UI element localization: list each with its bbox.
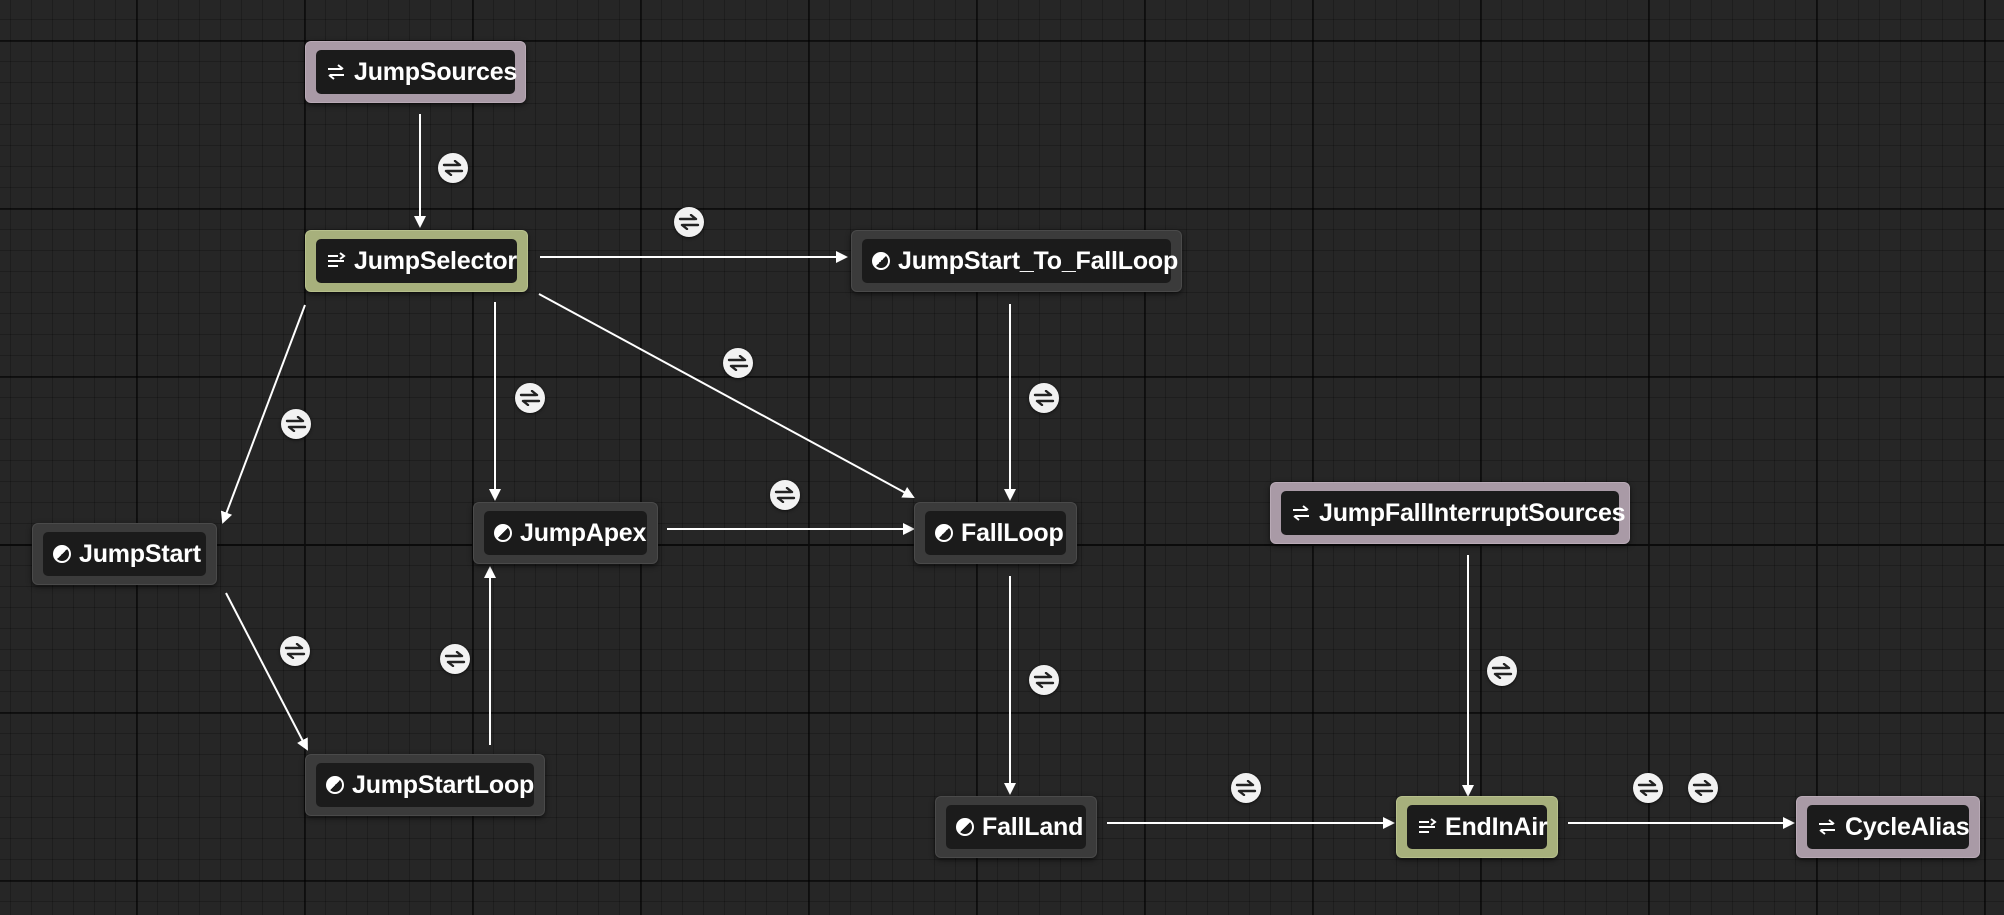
wire-jumpselector-to-fallloop[interactable]	[538, 293, 915, 498]
state-icon	[326, 776, 344, 794]
node-jump-sources[interactable]: JumpSources	[305, 41, 526, 103]
node-fall-loop[interactable]: FallLoop	[914, 502, 1077, 564]
wire-jumpstart-to-jumpstartloop[interactable]	[225, 592, 308, 751]
transition-icon[interactable]	[438, 153, 468, 183]
node-jump-selector[interactable]: JumpSelector	[305, 230, 528, 292]
state-icon	[935, 524, 953, 542]
node-label: JumpStartLoop	[352, 770, 535, 799]
state-icon	[494, 524, 512, 542]
selector-icon	[1419, 818, 1437, 833]
transition-icon[interactable]	[1029, 383, 1059, 413]
selector-icon	[328, 252, 346, 267]
conduit-icon	[328, 64, 344, 80]
node-label: FallLand	[982, 812, 1084, 841]
node-label: FallLoop	[961, 518, 1064, 547]
transition-icon[interactable]	[674, 207, 704, 237]
transition-icon[interactable]	[280, 636, 310, 666]
node-label: CycleAlias	[1845, 812, 1970, 841]
node-fall-land[interactable]: FallLand	[935, 796, 1097, 858]
node-label: JumpSelector	[354, 246, 517, 275]
state-icon	[956, 818, 974, 836]
transition-icon[interactable]	[1633, 773, 1663, 803]
conduit-icon	[1819, 819, 1835, 835]
node-label: JumpFallInterruptSources	[1319, 498, 1626, 527]
node-label: EndInAir	[1445, 812, 1548, 841]
node-jump-start[interactable]: JumpStart	[32, 523, 217, 585]
transition-icon[interactable]	[1688, 773, 1718, 803]
transition-icon[interactable]	[281, 409, 311, 439]
transition-icon[interactable]	[770, 480, 800, 510]
transition-icon[interactable]	[1029, 665, 1059, 695]
node-jump-apex[interactable]: JumpApex	[473, 502, 658, 564]
transition-icon[interactable]	[515, 383, 545, 413]
state-icon	[53, 545, 71, 563]
node-jump-fall-interrupt-sources[interactable]: JumpFallInterruptSources	[1270, 482, 1630, 544]
node-label: JumpStart	[79, 539, 201, 568]
wire-jumpselector-to-jumpstart[interactable]	[220, 304, 306, 524]
node-jumpstart-to-fallloop[interactable]: JumpStart_To_FallLoop	[851, 230, 1182, 292]
node-label: JumpStart_To_FallLoop	[898, 246, 1179, 275]
state-icon	[872, 252, 890, 270]
node-jump-start-loop[interactable]: JumpStartLoop	[305, 754, 545, 816]
node-label: JumpApex	[520, 518, 647, 547]
node-end-in-air[interactable]: EndInAir	[1396, 796, 1558, 858]
transition-icon[interactable]	[1487, 656, 1517, 686]
node-label: JumpSources	[354, 57, 518, 86]
conduit-icon	[1293, 505, 1309, 521]
transition-icon[interactable]	[440, 644, 470, 674]
node-cycle-alias[interactable]: CycleAlias	[1796, 796, 1980, 858]
transition-icon[interactable]	[1231, 773, 1261, 803]
transition-icon[interactable]	[723, 348, 753, 378]
